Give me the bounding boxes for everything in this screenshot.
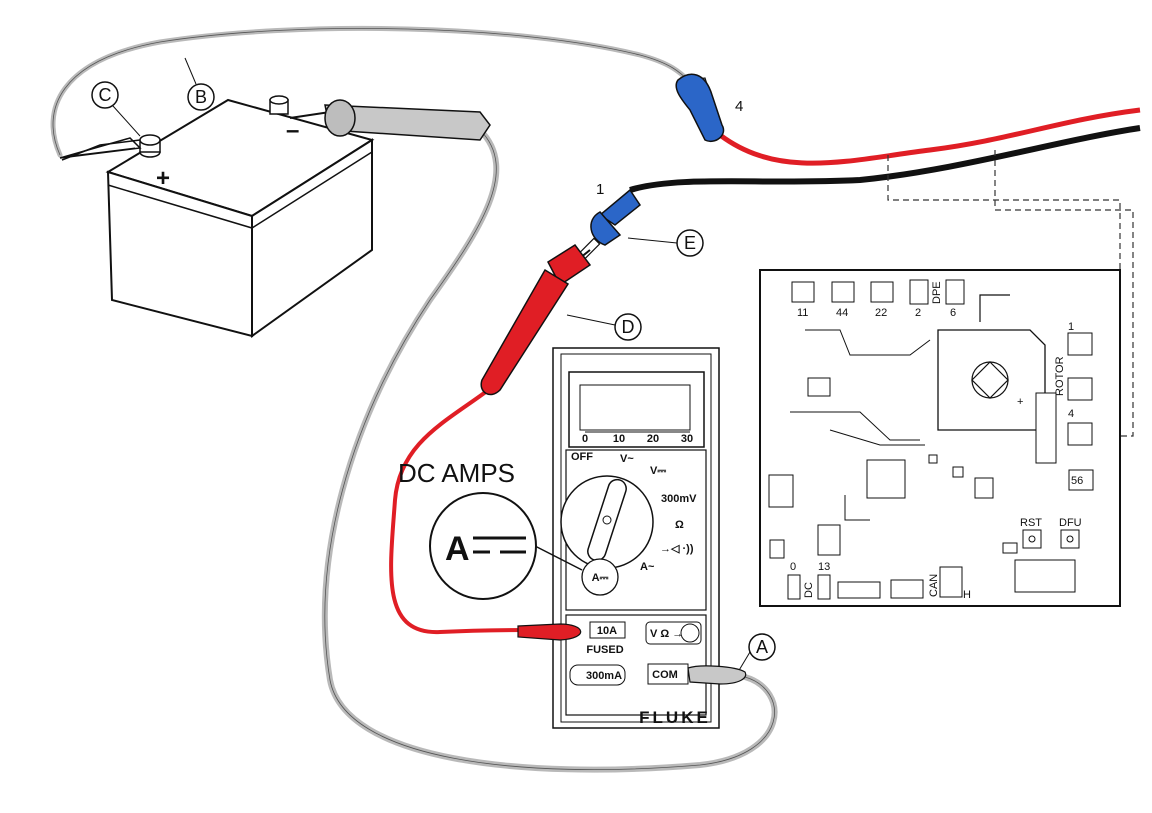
dial-a-ac: A~ [640, 561, 655, 573]
zoom-a-symbol: A [445, 530, 470, 568]
blue-terminal-4 [675, 73, 725, 142]
callout-a: A [737, 633, 776, 673]
jack-com[interactable] [647, 663, 689, 685]
pcb-label-13: 13 [818, 561, 830, 573]
battery-negative-symbol: – [286, 117, 299, 144]
pcb-conn-11: 11 [797, 307, 808, 319]
meter-brand: FLUKE [639, 708, 711, 727]
pcb-conn-22: 22 [875, 307, 887, 319]
pcb-label-can: CAN [928, 574, 940, 597]
pcb-rotor-label: ROTOR [1054, 356, 1066, 396]
black-wire-number: 1 [596, 181, 604, 198]
pcb-conn-44: 44 [836, 307, 848, 319]
pcb-j56-label: 56 [1071, 475, 1083, 487]
dial-ohm: Ω [675, 519, 684, 531]
svg-text:300mA: 300mA [586, 670, 622, 682]
car-battery: + – [105, 95, 375, 338]
battery-positive-symbol: + [156, 165, 170, 192]
pcb-label-rst: RST [1020, 517, 1042, 529]
blue-terminal-1 [577, 188, 642, 261]
dashed-wire-4 [994, 150, 1134, 437]
callout-b: B [184, 57, 215, 111]
alligator-clip [59, 137, 142, 161]
svg-text:A⎓: A⎓ [592, 572, 609, 584]
control-board-pcb: 11 44 22 2 DPE 6 + 1 ROTOR 4 56 [759, 269, 1121, 607]
zoom-callout: A [429, 492, 583, 600]
scale-tick: 20 [647, 433, 659, 445]
jack-ma[interactable] [569, 664, 626, 686]
dial-off: OFF [571, 451, 593, 463]
red-lead [389, 383, 532, 635]
red-plug [517, 623, 582, 641]
pcb-label-dfu: DFU [1059, 517, 1082, 529]
callout-c: C [91, 81, 141, 137]
scale-tick: 10 [613, 433, 625, 445]
svg-text:A: A [756, 637, 768, 657]
svg-text:B: B [195, 87, 207, 107]
pcb-label-dc: DC [803, 582, 815, 598]
pcb-conn-6: 6 [950, 307, 956, 319]
pcb-conn-2: 2 [915, 307, 921, 319]
pcb-p4-label: 4 [1068, 408, 1074, 420]
black-harness-wire [629, 125, 1141, 193]
pcb-label-0: 0 [790, 561, 796, 573]
jack-10a[interactable] [589, 621, 626, 639]
gray-plug [687, 665, 747, 685]
pcb-dpe: DPE [931, 281, 943, 304]
fused-label: FUSED [586, 644, 623, 656]
svg-text:C: C [99, 85, 112, 105]
dial-v-dc: V⎓ [650, 465, 666, 477]
dial-mv: 300mV [661, 493, 697, 505]
red-test-probe [480, 243, 592, 396]
pcb-p1-label: 1 [1068, 321, 1074, 333]
svg-text:10A: 10A [597, 625, 617, 637]
dial-small-a-dc [581, 558, 619, 596]
red-harness-wire [718, 107, 1141, 166]
callout-d: D [566, 313, 642, 341]
red-wire-number: 4 [735, 98, 743, 115]
pcb-label-h: H [963, 589, 971, 601]
scale-tick: 30 [681, 433, 693, 445]
black-test-probe [289, 99, 491, 141]
pcb-rectifier-plus: + [1017, 396, 1023, 408]
svg-text:COM: COM [652, 669, 678, 681]
dc-amps-label: DC AMPS [398, 458, 515, 488]
svg-text:D: D [622, 317, 635, 337]
multimeter: 0 10 20 30 OFF V~ V⎓ 300mV Ω →◁ ·)) A~ A… [517, 347, 747, 729]
meter-scale: 0 10 20 30 [582, 431, 693, 445]
dial-v-ac: V~ [620, 453, 634, 465]
scale-tick: 0 [582, 433, 588, 445]
svg-text:E: E [684, 233, 696, 253]
callout-e: E [627, 229, 704, 257]
dial-diode: →◁ ·)) [660, 543, 694, 555]
